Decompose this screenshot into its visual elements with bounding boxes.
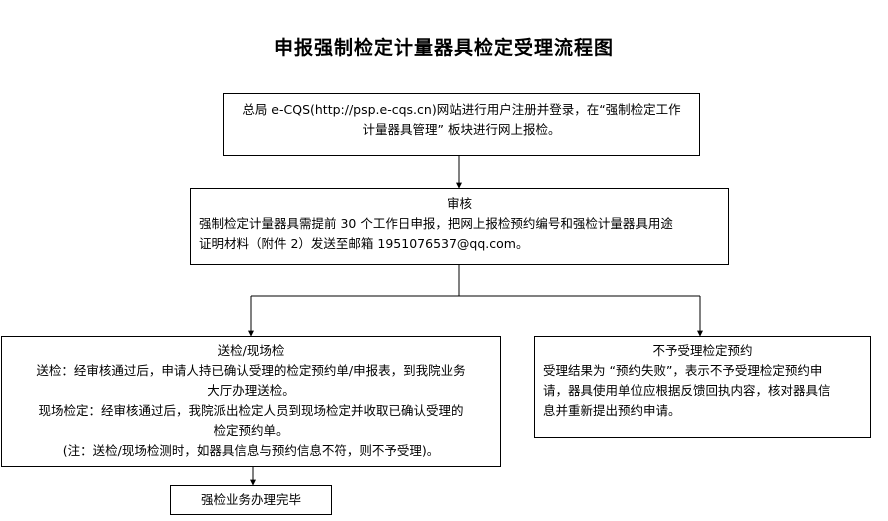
diagram-title: 申报强制检定计量器具检定受理流程图 bbox=[273, 37, 614, 59]
step-reject-box: 不予受理检定预约 受理结果为 “预约失败”，表示不予受理检定预约申 请，器具使用… bbox=[534, 336, 871, 438]
inspect-line-3: 现场检定：经审核通过后，我院派出检定人员到现场检定并收取已确认受理的 bbox=[38, 403, 464, 418]
step-complete-box: 强检业务办理完毕 bbox=[170, 485, 332, 515]
reject-heading: 不予受理检定预约 bbox=[652, 343, 753, 358]
inspect-line-1: 送检：经审核通过后，申请人持已确认受理的检定预约单/申报表，到我院业务 bbox=[36, 363, 466, 378]
inspect-line-5: (注：送检/现场检测时，如器具信息与预约信息不符，则不予受理)。 bbox=[62, 443, 440, 458]
step-inspect-box: 送检/现场检 送检：经审核通过后，申请人持已确认受理的检定预约单/申报表，到我院… bbox=[1, 336, 501, 467]
register-line-1: 总局 e-CQS(http://psp.e-cqs.cn)网站进行用户注册并登录… bbox=[242, 102, 681, 117]
complete-label: 强检业务办理完毕 bbox=[200, 492, 301, 507]
inspect-line-2: 大厅办理送检。 bbox=[207, 383, 295, 398]
reject-line-3: 息并重新提出预约申请。 bbox=[543, 403, 681, 418]
reject-line-2: 请，器具使用单位应根据反馈回执内容，核对器具信 bbox=[543, 383, 831, 398]
step-review-box: 审核 强制检定计量器具需提前 30 个工作日申报，把网上报检预约编号和强检计量器… bbox=[190, 188, 729, 265]
step-register-box: 总局 e-CQS(http://psp.e-cqs.cn)网站进行用户注册并登录… bbox=[223, 93, 700, 156]
reject-line-1: 受理结果为 “预约失败”，表示不予受理检定预约申 bbox=[543, 363, 823, 378]
register-line-2: 计量器具管理” 板块进行网上报检。 bbox=[362, 122, 561, 137]
inspect-line-4: 检定预约单。 bbox=[213, 423, 289, 438]
inspect-heading: 送检/现场检 bbox=[217, 343, 285, 358]
review-line-1: 强制检定计量器具需提前 30 个工作日申报，把网上报检预约编号和强检计量器具用途 bbox=[199, 216, 673, 231]
review-heading: 审核 bbox=[446, 196, 472, 211]
review-line-2: 证明材料（附件 2）发送至邮箱 1951076537@qq.com。 bbox=[199, 236, 529, 251]
